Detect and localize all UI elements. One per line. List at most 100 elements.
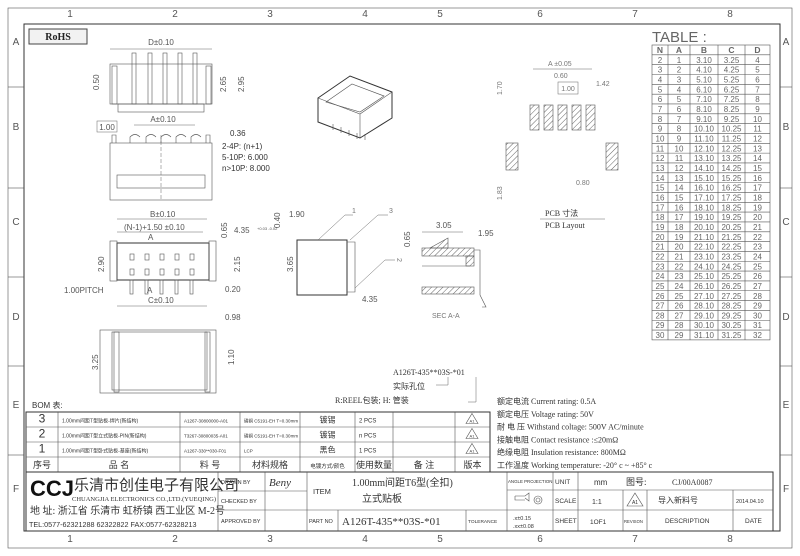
unit-label: UNIT [555, 479, 570, 486]
table-cell: 6.25 [724, 85, 740, 94]
table-cell: 21 [753, 223, 762, 232]
table-cell: 22 [675, 262, 684, 271]
section-marker: A [147, 286, 153, 295]
part-no-label: PART NO [309, 519, 334, 525]
table-cell: 28.25 [721, 302, 742, 311]
dim-2.15: 2.15 [233, 256, 242, 272]
bom-header: 版本 [463, 459, 481, 470]
table-cell: 14 [675, 184, 684, 193]
column-label: 7 [632, 9, 638, 20]
table-cell: 10 [675, 144, 684, 153]
pcb-dim-1.00: 1.00 [561, 86, 575, 93]
table-cell: 9 [677, 134, 682, 143]
table-cell: 17 [656, 203, 665, 212]
rohs-label: RoHS [45, 32, 71, 43]
table-cell: 14.25 [721, 164, 742, 173]
table-cell: 7.10 [696, 95, 712, 104]
tolerance-label: TOLERANCE [468, 519, 497, 525]
approved-by-label: APPROVED BY [221, 519, 261, 525]
table-cell: 23.25 [721, 252, 742, 261]
table-cell: 18 [753, 193, 762, 202]
spec-line: 额定电流 Current rating: 0.5A [497, 396, 596, 406]
table-cell: 5.10 [696, 75, 712, 84]
spec-line: 接触电阻 Contact resistance :≤20mΩ [497, 434, 618, 444]
table-cell: 10 [656, 134, 665, 143]
tolerance-1dp: .x±0.15 [513, 516, 531, 522]
side-view: 0.40 1.90 4.35 +0.03 -0.02 3.65 4.35 1 3… [234, 208, 402, 304]
dim-tolerance: +0.03 -0.02 [257, 226, 278, 231]
table-cell: 18.25 [721, 203, 742, 212]
table-cell: 9.25 [724, 115, 740, 124]
table-cell: 21 [675, 252, 684, 261]
table-cell: 30 [753, 311, 762, 320]
table-cell: 18 [675, 223, 684, 232]
table-cell: 3 [658, 66, 663, 75]
table-cell: 1 [677, 56, 682, 65]
column-label: 2 [172, 534, 178, 545]
revision-code: A1 [632, 500, 638, 506]
table-title: TABLE : [652, 29, 707, 46]
table-cell: 16 [675, 203, 684, 212]
table-cell: 24.10 [694, 262, 715, 271]
date-label: DATE [745, 518, 763, 525]
table-header: A [676, 45, 682, 55]
revision-triangle-icon: A1 [465, 412, 479, 424]
table-cell: 5 [755, 66, 760, 75]
bom-header: 备 注 [414, 459, 435, 470]
table-cell: 5.25 [724, 75, 740, 84]
table-cell: 29 [753, 302, 762, 311]
table-cell: 8 [755, 95, 760, 104]
sheet-label: SHEET [555, 518, 577, 525]
table-cell: 16 [656, 193, 665, 202]
table-cell: 13.10 [694, 154, 715, 163]
table-cell: 25 [753, 262, 762, 271]
row-label: D [12, 312, 19, 323]
table-cell: 16 [753, 174, 762, 183]
table-cell: 21 [656, 243, 665, 252]
row-label: D [782, 312, 789, 323]
table-cell: 22.10 [694, 243, 715, 252]
bom-header: 品 名 [109, 459, 130, 470]
dim-c: C±0.10 [148, 296, 174, 305]
dim-0.36: 0.36 [230, 129, 246, 138]
table-cell: 23 [753, 243, 762, 252]
table-cell: 2 [658, 56, 663, 65]
table-cell: 9 [658, 125, 663, 134]
drawing-no-label: 图号: [626, 477, 647, 487]
table-cell: 12 [656, 154, 665, 163]
table-cell: 9.10 [696, 115, 712, 124]
column-label: 3 [267, 534, 273, 545]
table-cell: 17 [675, 213, 684, 222]
table-cell: 28 [753, 292, 762, 301]
table-cell: 12.10 [694, 144, 715, 153]
table-cell: 18 [656, 213, 665, 222]
table-cell: 25.25 [721, 272, 742, 281]
table-cell: 15 [753, 164, 762, 173]
column-label: 5 [437, 9, 443, 20]
title-block: CCJ 乐清市创佳电子有限公司 CHUANGJIA ELECTRONICS CO… [25, 471, 774, 532]
bottom-view: B±0.10 (N-1)+1.50 ±0.10 A 2.90 1.00PITCH… [64, 210, 242, 307]
bom-cell: 1 PCS [359, 449, 376, 455]
bom-header: 电镀方式/颜色 [310, 462, 345, 470]
company-name-cn: 乐清市创佳电子有限公司 [74, 477, 239, 494]
dim-1.10: 1.10 [227, 349, 236, 365]
callout-3: 3 [389, 208, 393, 215]
dim-2.65: 2.65 [219, 76, 228, 92]
bom-cell: 2 [39, 427, 46, 441]
table-cell: 31.25 [721, 331, 742, 340]
tolerance-2dp: .xx±0.08 [513, 524, 534, 530]
table-cell: 15.25 [721, 174, 742, 183]
dim-0.65-sec: 0.65 [403, 231, 412, 247]
table-cell: 32 [753, 331, 762, 340]
table-header: N [657, 45, 663, 55]
table-cell: 7.25 [724, 95, 740, 104]
table-cell: 7 [755, 85, 760, 94]
table-cell: 28 [656, 311, 665, 320]
bom-cell: 1.00mm间距T型立式贴板-PIN(新结构) [62, 433, 147, 440]
table-cell: 3.25 [724, 56, 740, 65]
dim-2.95: 2.95 [237, 76, 246, 92]
bom-header: 使用数量 [356, 459, 392, 470]
